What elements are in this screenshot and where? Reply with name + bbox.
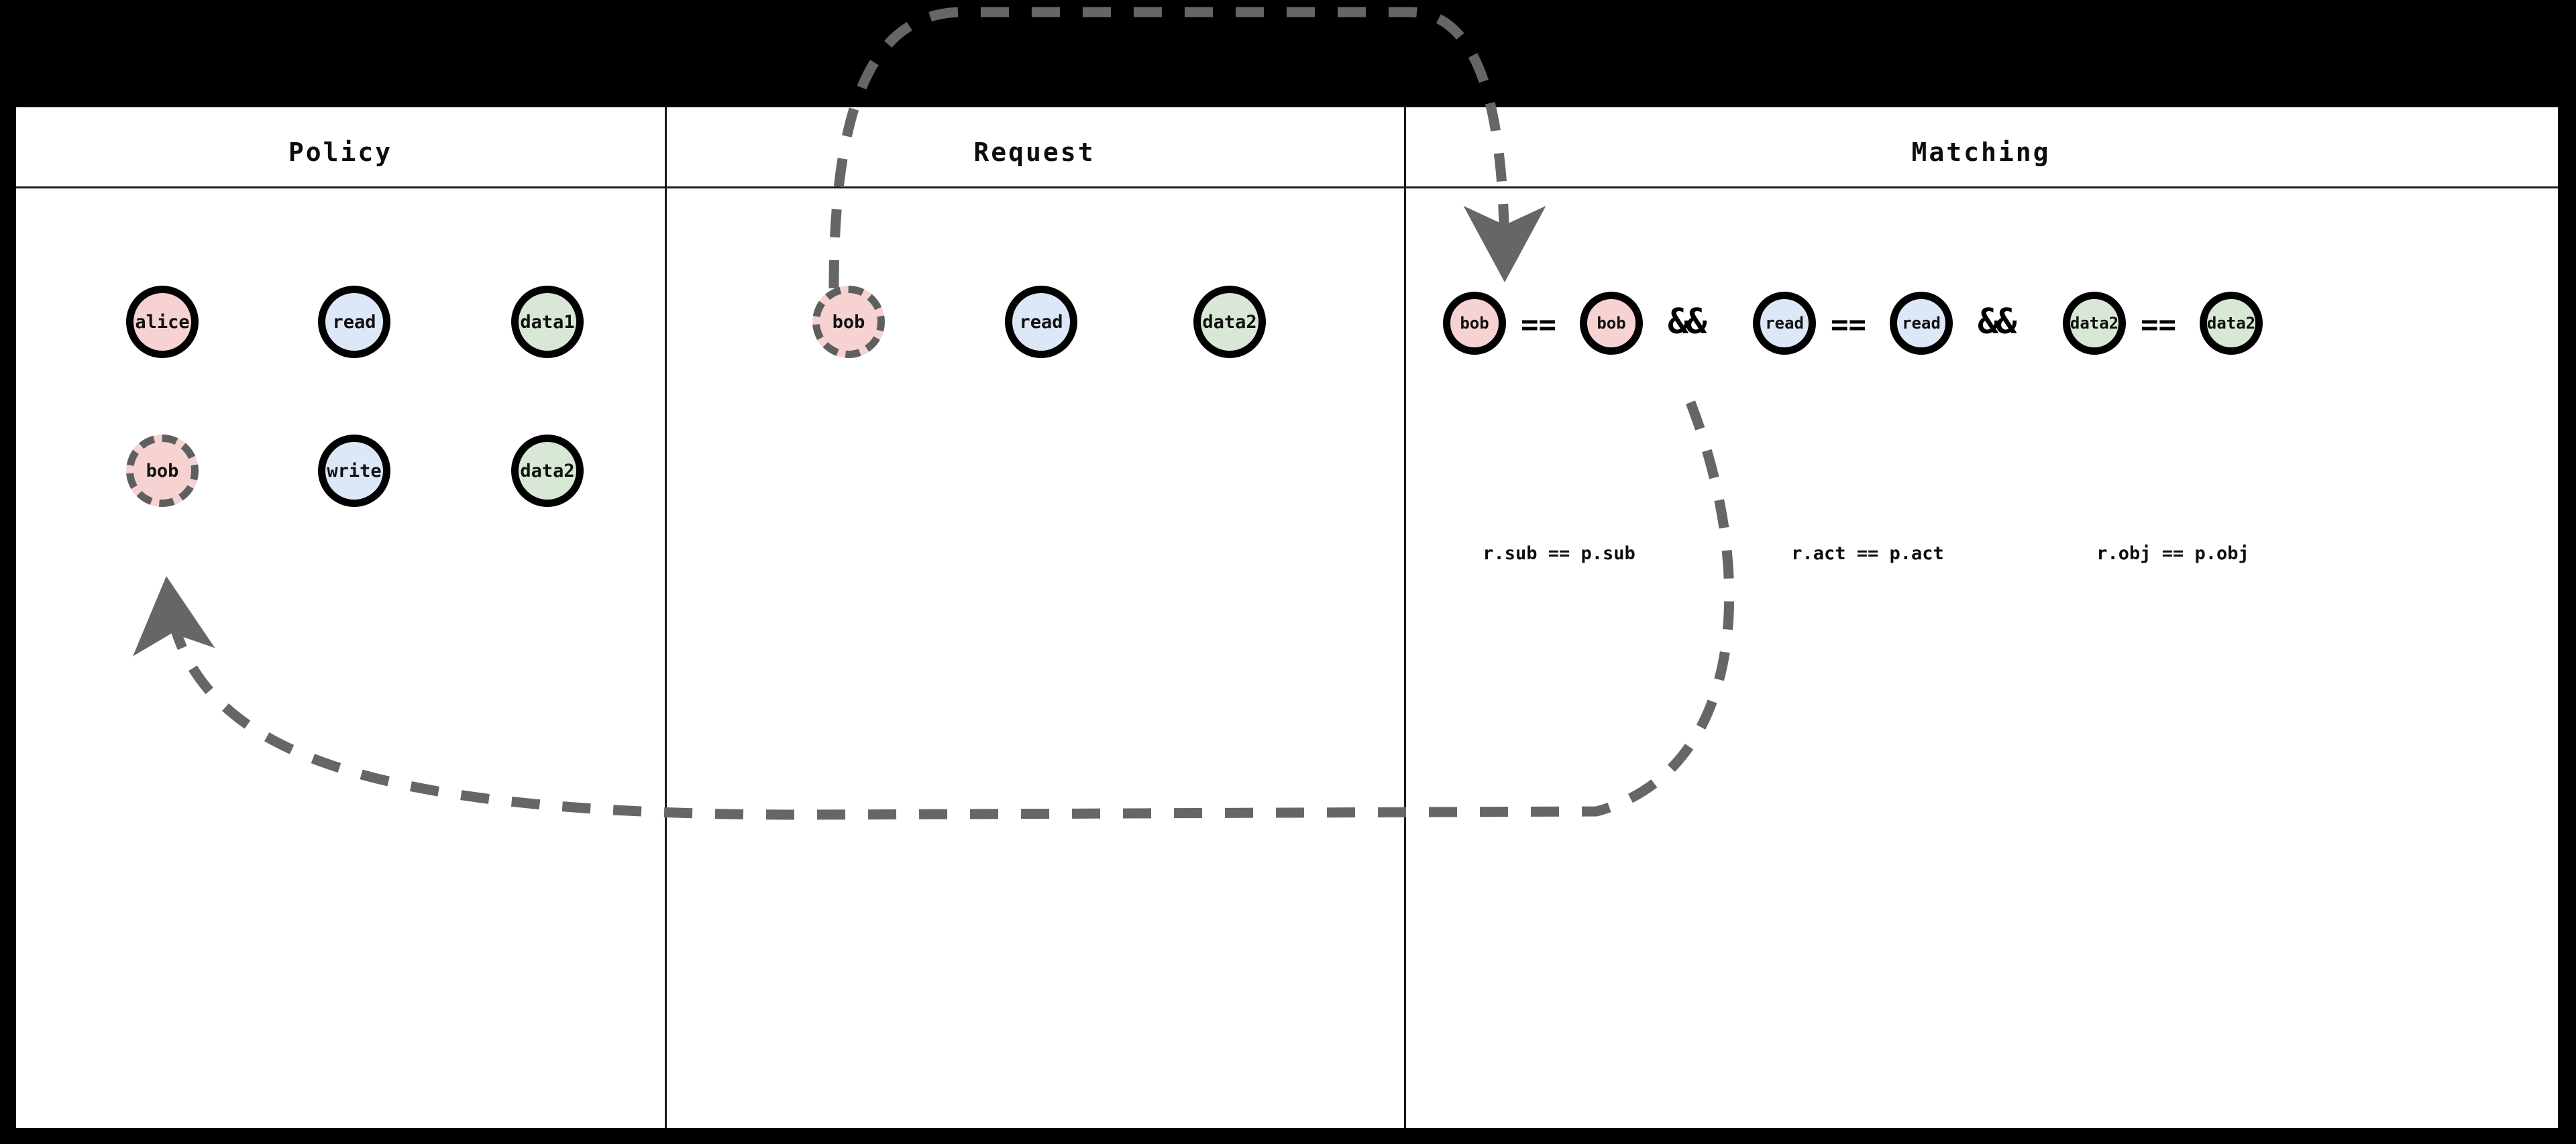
policy-node-read[interactable]: read bbox=[318, 286, 390, 358]
matching-join-1: && bbox=[1668, 302, 1707, 342]
matching-obj-operator: == bbox=[2141, 308, 2176, 342]
matching-act-caption: r.act == p.act bbox=[1791, 543, 1944, 564]
matching-sub-caption: r.sub == p.sub bbox=[1483, 543, 1635, 564]
policy-node-bob[interactable]: bob bbox=[126, 435, 199, 507]
matching-act-operator: == bbox=[1831, 308, 1866, 342]
matching-obj-caption: r.obj == p.obj bbox=[2096, 543, 2249, 564]
matching-sub-left-node[interactable]: bob bbox=[1443, 292, 1506, 355]
matching-act-left-node[interactable]: read bbox=[1753, 292, 1816, 355]
header-divider-line bbox=[16, 186, 2558, 188]
policy-node-data1[interactable]: data1 bbox=[511, 286, 584, 358]
matching-sub-right-node[interactable]: bob bbox=[1580, 292, 1643, 355]
matching-act-right-node[interactable]: read bbox=[1890, 292, 1953, 355]
diagram-panel: Policy Request Matching alice read data1… bbox=[16, 107, 2558, 1128]
column-divider-request-matching bbox=[1404, 107, 1406, 1128]
policy-node-data2[interactable]: data2 bbox=[511, 435, 584, 507]
matching-obj-left-node[interactable]: data2 bbox=[2063, 292, 2126, 355]
policy-node-alice[interactable]: alice bbox=[126, 286, 199, 358]
request-node-read[interactable]: read bbox=[1005, 286, 1077, 358]
column-header-request: Request bbox=[973, 137, 1095, 167]
request-node-bob[interactable]: bob bbox=[812, 286, 885, 358]
matching-sub-operator: == bbox=[1521, 308, 1556, 342]
request-node-data2[interactable]: data2 bbox=[1193, 286, 1266, 358]
matching-obj-right-node[interactable]: data2 bbox=[2200, 292, 2263, 355]
column-divider-policy-request bbox=[665, 107, 667, 1128]
policy-node-write[interactable]: write bbox=[318, 435, 390, 507]
column-header-matching: Matching bbox=[1911, 137, 2051, 167]
matching-join-2: && bbox=[1978, 302, 2017, 342]
column-header-policy: Policy bbox=[288, 137, 393, 167]
